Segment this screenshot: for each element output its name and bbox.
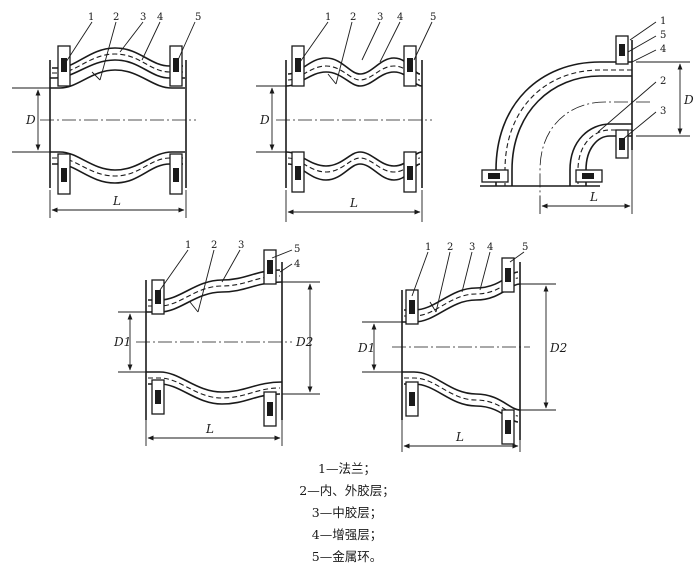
callout-3: 3 bbox=[377, 12, 383, 23]
dim-l-label: L bbox=[455, 430, 464, 444]
dim-d1-label: D1 bbox=[357, 341, 375, 355]
legend-item-4: 4—增强层； bbox=[311, 527, 383, 542]
dim-l-label: L bbox=[589, 190, 598, 204]
dim-d2-label: D2 bbox=[549, 341, 567, 355]
callout-2: 2 bbox=[660, 76, 666, 87]
callout-4: 4 bbox=[487, 242, 493, 253]
view-reducer-sphere: D1 D2 L 1 2 3 5 4 bbox=[113, 240, 320, 446]
callout-1: 1 bbox=[185, 240, 191, 251]
legend-item-5: 5—金属环。 bbox=[311, 549, 383, 564]
callout-1: 1 bbox=[660, 16, 666, 27]
callout-4: 4 bbox=[397, 12, 403, 23]
dim-l-label: L bbox=[112, 194, 121, 208]
dim-d-label: D bbox=[25, 113, 36, 127]
callout-4: 4 bbox=[294, 259, 300, 270]
callout-2: 2 bbox=[211, 240, 217, 251]
callout-2: 2 bbox=[447, 242, 453, 253]
callout-5: 5 bbox=[430, 12, 436, 23]
dim-d2-label: D2 bbox=[295, 335, 313, 349]
dim-d-label: D bbox=[259, 113, 270, 127]
callout-3: 3 bbox=[140, 12, 146, 23]
callout-5: 5 bbox=[294, 244, 300, 255]
dim-d-label: D bbox=[683, 93, 694, 107]
dim-l-label: L bbox=[349, 196, 358, 210]
legend-item-2: 2—内、外胶层； bbox=[299, 483, 395, 498]
legend-item-1: 1—法兰； bbox=[318, 461, 376, 476]
view-reducer-single: D1 D2 L 1 2 3 4 5 bbox=[357, 242, 567, 452]
view-twin-sphere: D L 1 2 3 4 5 bbox=[12, 12, 201, 218]
dim-l-label: L bbox=[205, 422, 214, 436]
callout-1: 1 bbox=[325, 12, 331, 23]
callout-3: 3 bbox=[238, 240, 244, 251]
callout-2: 2 bbox=[350, 12, 356, 23]
callout-3: 3 bbox=[660, 106, 666, 117]
legend: 1—法兰； 2—内、外胶层； 3—中胶层； 4—增强层； 5—金属环。 bbox=[0, 458, 694, 568]
callout-4: 4 bbox=[157, 12, 163, 23]
view-triple-sphere: D L 1 2 3 4 5 bbox=[256, 12, 436, 222]
callout-5: 5 bbox=[522, 242, 528, 253]
view-elbow: D L 1 5 4 2 3 bbox=[480, 16, 694, 214]
callout-1: 1 bbox=[425, 242, 431, 253]
callout-5: 5 bbox=[660, 30, 666, 41]
callout-4: 4 bbox=[660, 44, 666, 55]
callout-5: 5 bbox=[195, 12, 201, 23]
callout-1: 1 bbox=[88, 12, 94, 23]
callout-2: 2 bbox=[113, 12, 119, 23]
callout-3: 3 bbox=[469, 242, 475, 253]
legend-item-3: 3—中胶层； bbox=[311, 505, 383, 520]
dim-d1-label: D1 bbox=[113, 335, 131, 349]
